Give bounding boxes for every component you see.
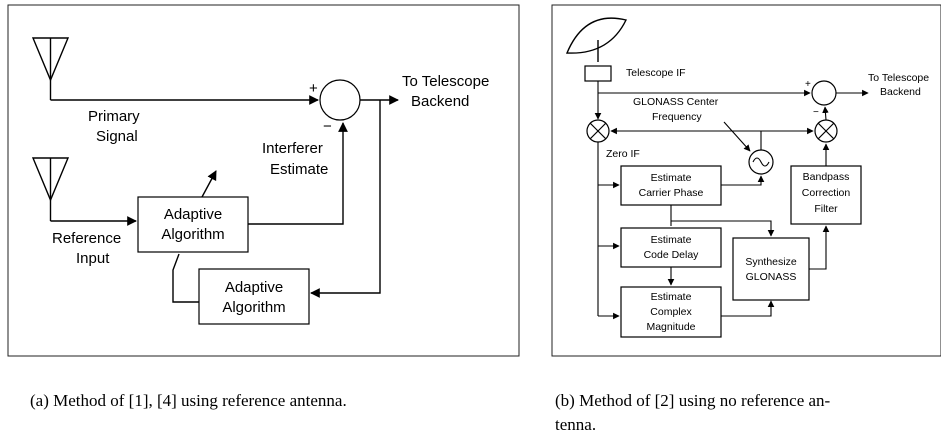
adaptation-arrow [201, 170, 217, 198]
bandpass-correction-filter-box [790, 165, 862, 225]
to-telescope-b-1: To Telescope [868, 72, 929, 84]
magnitude-label-1: Estimate [651, 291, 692, 303]
adaptive-algorithm-box-bottom [198, 268, 310, 325]
minus-sign-b: − [813, 107, 819, 118]
center-frequency-arrow [723, 121, 751, 152]
bandpass-label-2: Correction [802, 187, 851, 199]
code-label-2: Code Delay [644, 249, 700, 261]
glonass-center-label-2: Frequency [652, 111, 702, 123]
adaptive-bottom-label-2: Algorithm [222, 299, 285, 316]
magnitude-label-2: Complex [650, 306, 692, 318]
weight-update-line [172, 253, 199, 303]
reference-antenna-icon [31, 157, 70, 221]
bandpass-label-1: Bandpass [803, 171, 850, 183]
estimate-complex-magnitude-box [620, 286, 722, 338]
magnitude-label-3: Magnitude [646, 321, 695, 333]
synth-label-1: Synthesize [745, 256, 797, 268]
synth-label-2: GLONASS [746, 271, 797, 283]
caption-a: (a) Method of [1], [4] using reference a… [30, 391, 347, 410]
carrier-to-oscillator [721, 175, 765, 186]
code-label-1: Estimate [651, 234, 692, 246]
bandpass-label-3: Filter [814, 203, 838, 215]
adaptive-top-label-1: Adaptive [164, 206, 222, 223]
to-telescope-b-2: Backend [880, 86, 921, 98]
carrier-label-1: Estimate [651, 172, 692, 184]
caption-b-1: (b) Method of [2] using no reference an- [555, 391, 831, 410]
primary-antenna-icon [31, 37, 70, 100]
glonass-center-label-1: GLONASS Center [633, 96, 719, 108]
estimate-code-delay-box [620, 227, 722, 268]
minus-sign: − [323, 118, 332, 135]
plus-sign-b: + [805, 79, 811, 90]
to-telescope-label-1: To Telescope [402, 73, 489, 90]
zero-if-label: Zero IF [606, 148, 640, 160]
adaptive-algorithm-box-top [137, 196, 249, 253]
telescope-if-label: Telescope IF [626, 67, 686, 79]
feedback-line [310, 100, 381, 298]
to-telescope-label-2: Backend [411, 93, 469, 110]
adaptive-bottom-label-1: Adaptive [225, 279, 283, 296]
synthesize-glonass-box [732, 237, 810, 301]
right-mixer [814, 119, 838, 143]
primary-label-1: Primary [88, 108, 140, 125]
primary-label-2: Signal [96, 128, 138, 145]
interferer-label-1: Interferer [262, 140, 323, 157]
interferer-estimate-line [248, 122, 348, 225]
synth-to-bandpass [809, 225, 830, 270]
panel-b-frame [551, 4, 941, 357]
panel-b: Telescope IF + − To Telescope Backend Ze… [551, 4, 941, 434]
dish-antenna-icon [565, 17, 628, 62]
to-synth-box [671, 220, 775, 237]
mixer-to-summer [822, 106, 829, 121]
adaptive-top-label-2: Algorithm [161, 226, 224, 243]
oscillator-icon [748, 149, 774, 175]
summing-junction-b [811, 80, 837, 106]
left-mixer [586, 119, 610, 143]
carrier-label-2: Carrier Phase [639, 187, 704, 199]
reference-label-2: Input [76, 250, 110, 267]
reference-label-1: Reference [52, 230, 121, 247]
panel-a: Primary Signal + − To Telescope Backend … [7, 4, 520, 410]
magnitude-to-synth [721, 300, 775, 317]
interferer-label-2: Estimate [270, 161, 328, 178]
summing-junction [319, 79, 361, 121]
caption-b-2: tenna. [555, 415, 596, 434]
plus-sign: + [309, 80, 318, 97]
telescope-if-box [584, 65, 612, 82]
